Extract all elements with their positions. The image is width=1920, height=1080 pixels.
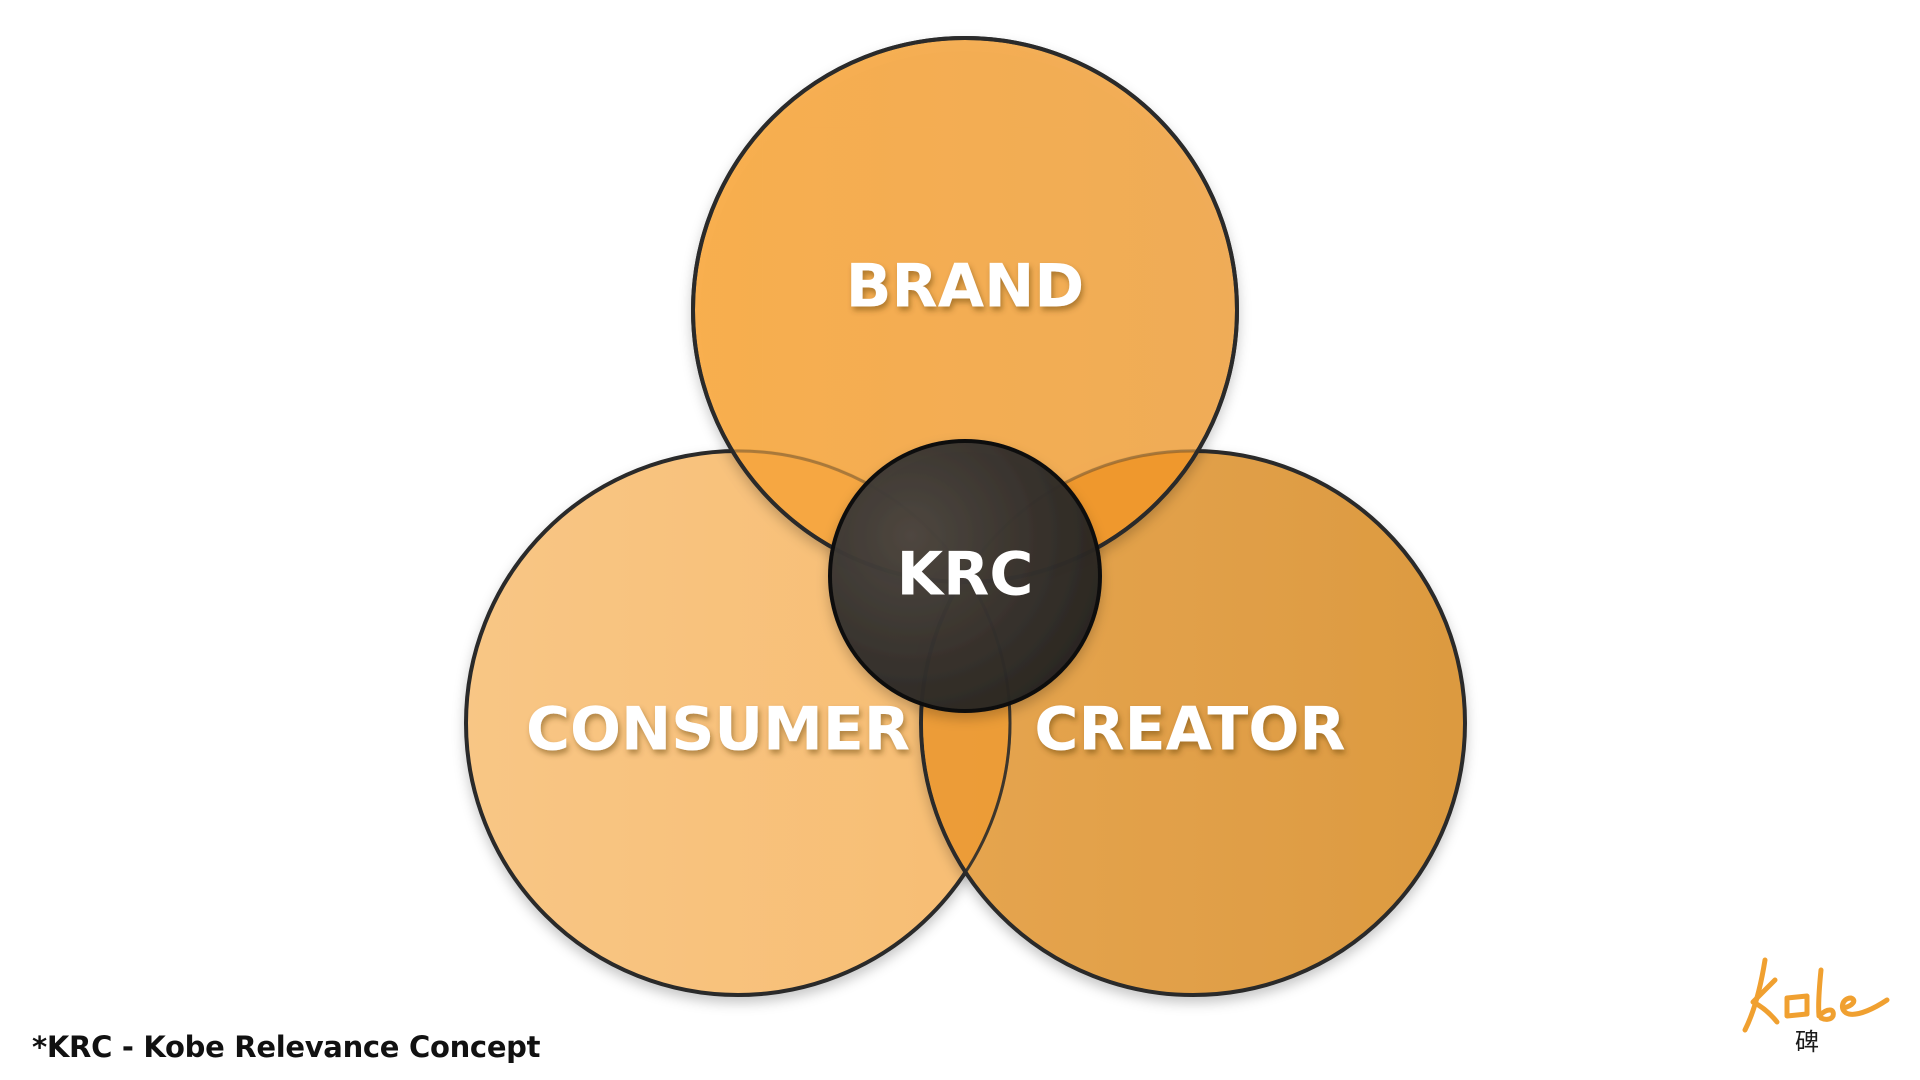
logo-subtext: 碑 xyxy=(1795,1028,1819,1056)
krc-center-circle xyxy=(828,439,1102,713)
consumer-label: CONSUMER xyxy=(526,695,910,765)
creator-label: CREATOR xyxy=(1034,695,1345,765)
footnote: *KRC - Kobe Relevance Concept xyxy=(32,1030,541,1064)
brand-label: BRAND xyxy=(846,252,1084,322)
kobe-logo-mark: 碑 xyxy=(1742,957,1890,1056)
kobe-logo: 碑 xyxy=(1735,950,1895,1060)
krc-label: KRC xyxy=(897,540,1034,610)
